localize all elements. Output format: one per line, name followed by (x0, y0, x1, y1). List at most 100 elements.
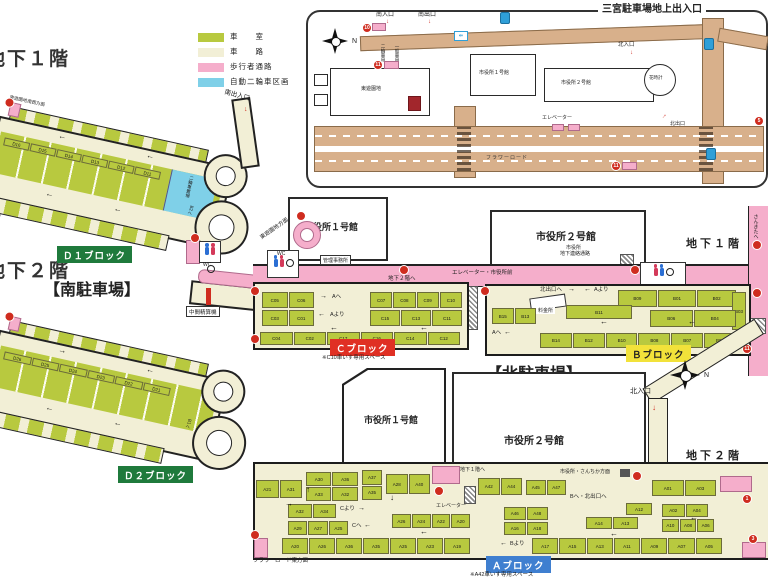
elevator-icon (500, 12, 510, 24)
direction-arrow: ↓ (390, 493, 394, 502)
direction-arrow: ↑ (306, 485, 310, 494)
d2-block-label: Ｄ２ブロック (118, 466, 194, 483)
to-a-label: Aへ (332, 294, 342, 300)
parking-space: A46 (504, 507, 526, 520)
parking-space: A40 (408, 474, 430, 494)
walkway-marker (568, 124, 580, 131)
cityhall1-label: 市役所１号館 (479, 70, 510, 76)
elevator-label: エレベーター (436, 503, 467, 509)
direction-arrow: → (57, 345, 68, 356)
direction-arrow: ← (44, 402, 55, 414)
parking-space: A05 (695, 538, 722, 554)
crosswalk (457, 127, 471, 171)
parking-space: C10 (439, 292, 462, 308)
parking-space: A25 (328, 521, 348, 535)
from-a-label: Aより (594, 287, 609, 293)
c-block-label: Ｃブロック (330, 339, 395, 356)
elevator-front-label: エレベーター・市役所前 (452, 270, 513, 276)
compass-n-label: N (352, 38, 358, 45)
direction-arrow: ← (57, 131, 68, 142)
parking-space: C09 (416, 292, 439, 308)
wheelchair-icon (285, 259, 294, 267)
office-label: 管理事務所 (320, 255, 352, 265)
parking-space: A28 (386, 474, 408, 494)
parking-space: C14 (394, 332, 427, 345)
direction-arrow: ← (113, 203, 123, 215)
parking-space: C01 (288, 310, 314, 326)
man-icon (273, 255, 278, 267)
parking-space: B14 (540, 333, 572, 348)
elevator-label: エレベーター (542, 115, 573, 121)
parking-space: A24 (411, 514, 431, 528)
walkway-stub (432, 466, 460, 484)
north-exit-label: 北出口 (670, 121, 686, 127)
man-icon (205, 243, 209, 255)
lane-dashes (315, 160, 763, 162)
parking-space: A29 (288, 521, 308, 535)
walkway-marker (552, 124, 564, 131)
pay-machine-icon (206, 288, 211, 305)
parking-space: A10 (662, 519, 679, 532)
inset-title: 三宮駐車場地上出入口 (598, 4, 706, 15)
parking-space: A20 (282, 538, 308, 554)
parking-space: A16 (504, 522, 526, 535)
parking-space: A35 (362, 485, 382, 500)
lane-dashes (315, 135, 763, 137)
wc-label: WC (203, 262, 212, 268)
legend-item: 車 路 (198, 46, 264, 57)
parking-space: A21 (256, 480, 279, 498)
parking-space: A34 (312, 504, 336, 518)
compass-n-label: N (704, 372, 710, 379)
walkway-stub (186, 240, 200, 264)
direction-arrow: → (568, 286, 575, 293)
parking-space: A47 (546, 480, 566, 495)
direction-arrow: → (285, 499, 293, 508)
direction-arrow: → (320, 293, 327, 300)
elevator-icon (704, 38, 714, 50)
legend-swatch-lane (198, 47, 224, 57)
parking-space: A30 (306, 472, 332, 486)
direction-arrow: ← (145, 364, 156, 376)
parking-space: A06 (697, 519, 715, 532)
direction-label: 東遊園地方面 (259, 217, 290, 241)
wc-box (640, 262, 686, 286)
parking-space: A26 (392, 514, 411, 528)
direction-arrow: ← (688, 317, 696, 326)
floor-label-b2-right: 地下２階 (686, 450, 742, 462)
numbered-marker (250, 286, 260, 296)
red-arrow-down: ↓ (244, 106, 248, 113)
parking-space: A20 (451, 514, 470, 528)
cityhall2-label: 市役所２号館 (504, 436, 564, 447)
parking-space: A12 (626, 503, 652, 515)
cityhall-2-north: 市役所２号館 (452, 372, 646, 474)
cityhall1-label: 市役所１号館 (364, 415, 419, 425)
flower-road-east-label: フラワーロード東方面 (253, 558, 309, 564)
parking-space: C07 (370, 292, 393, 308)
numbered-marker: 5 (754, 116, 764, 126)
stairs-icon (620, 469, 630, 477)
parking-space: A25 (390, 538, 416, 554)
b-block-label: Ｂブロック (626, 345, 691, 362)
inset-small-building (314, 74, 328, 86)
legend-label: 自動二輪車区画 (230, 77, 290, 86)
woman-icon (653, 264, 658, 276)
numbered-marker: 11 (373, 60, 383, 70)
south-lot-heading: 【南駐車場】 (44, 282, 141, 299)
numbered-marker (752, 240, 762, 250)
c-block-note: ※C10車いす専用スペース (322, 355, 386, 361)
parking-space: A36 (336, 538, 362, 554)
parking-space: B15 (492, 308, 514, 324)
cityhall2-label: 市役所２号館 (536, 232, 596, 243)
red-arrow-down: ↓ (630, 50, 633, 56)
parking-space: A33 (306, 487, 332, 501)
